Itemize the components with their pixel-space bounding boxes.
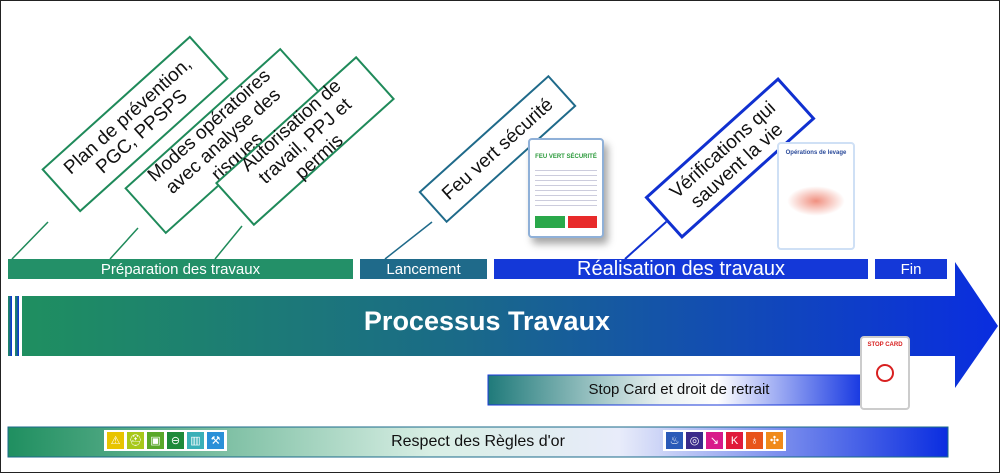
stage-fin: Fin (875, 259, 947, 279)
connector-line (214, 225, 243, 260)
operations-levage-card: Opérations de levage (777, 142, 855, 250)
stop-card-title: STOP CARD (867, 342, 903, 348)
stop-card: STOP CARD (860, 336, 910, 410)
warning-icon: ⚠ (107, 432, 124, 449)
arrow-stripe (8, 296, 12, 356)
stop-bar-bg (487, 374, 871, 406)
stage-preparation: Préparation des travaux (8, 259, 353, 279)
valve-icon: ◎ (686, 432, 703, 449)
confined-space-icon: ✣ (766, 432, 783, 449)
golden-rules-icons-right: ♨◎↘K♁✣ (663, 430, 786, 451)
excavation-icon: ⚒ (207, 432, 224, 449)
process-arrow (22, 262, 998, 388)
hardhat-icon: ⛑ (127, 432, 144, 449)
flame-icon: ♨ (666, 432, 683, 449)
crane-icon: K (726, 432, 743, 449)
feu-vert-card: FEU VERT SÉCURITÉ (528, 138, 604, 238)
connector-line (11, 221, 49, 260)
stage-lancement: Lancement (360, 259, 487, 279)
building-icon: ▥ (187, 432, 204, 449)
process-arrow-label: Processus Travaux (363, 306, 611, 336)
lock-icon: ⊖ (167, 432, 184, 449)
fall-icon: ↘ (706, 432, 723, 449)
arrow-stripe (15, 296, 19, 356)
connector-line (109, 227, 139, 260)
stop-bar-label: Stop Card et droit de retrait (588, 381, 770, 398)
feu-vert-card-title: FEU VERT SÉCURITÉ (535, 154, 597, 160)
vehicle-icon: ▣ (147, 432, 164, 449)
rules-bar-label: Respect des Règles d'or (391, 433, 565, 450)
operations-card-title: Opérations de levage (785, 150, 847, 156)
connector-line (384, 221, 433, 260)
stage-realisation: Réalisation des travaux (494, 258, 868, 280)
golden-rules-icons-left: ⚠⛑▣⊖▥⚒ (104, 430, 227, 451)
fire-icon: ♁ (746, 432, 763, 449)
